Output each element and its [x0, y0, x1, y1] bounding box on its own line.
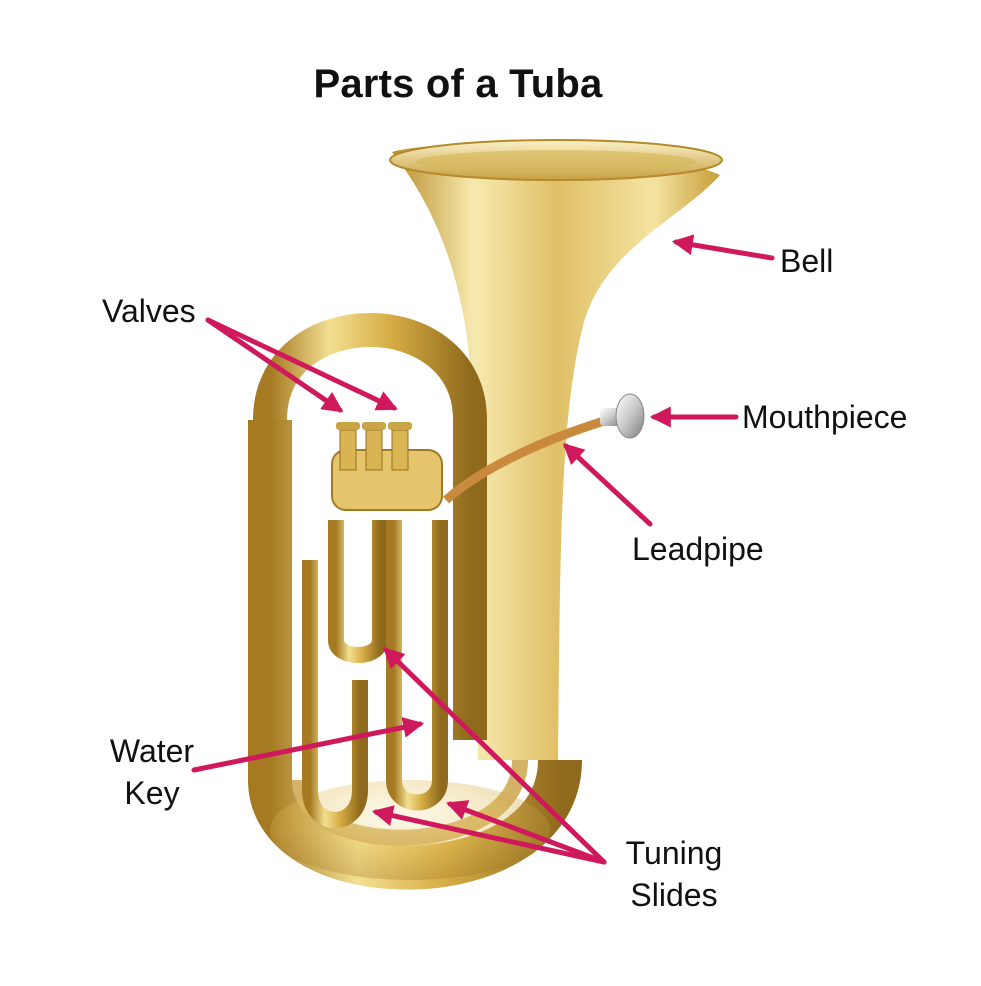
water-key-label: Water Key [102, 730, 202, 814]
tuning-slides-arrow-1 [382, 647, 607, 865]
tuning-slides-arrow-3 [446, 800, 607, 865]
callout-arrows [191, 234, 775, 865]
tuning-slides-arrow-2 [371, 805, 607, 865]
bell-arrow [671, 234, 775, 261]
bell-label: Bell [780, 243, 834, 279]
leadpipe-label: Leadpipe [632, 531, 764, 567]
leadpipe-part [443, 413, 616, 504]
valves-label: Valves [102, 293, 196, 329]
water-key-arrow [191, 717, 425, 773]
mouthpiece-label: Mouthpiece [742, 399, 908, 435]
valve-cluster [331, 422, 443, 511]
tuning-slides-label-line2: Slides [630, 877, 718, 913]
diagram-title: Parts of a Tuba [313, 62, 603, 106]
tuning-slides-label: Tuning Slides [614, 832, 734, 916]
leadpipe-arrow [562, 443, 653, 527]
mouthpiece-part [600, 393, 645, 439]
valves-arrow-2 [205, 317, 398, 411]
water-key-label-line1: Water [109, 733, 195, 769]
bell-part [389, 139, 723, 760]
tuning-slides-label-line1: Tuning [625, 835, 723, 871]
main-tubing [248, 313, 582, 890]
water-key-label-line2: Key [124, 775, 180, 811]
valves-arrow-1 [205, 317, 344, 413]
tuning-slide-tubes [302, 520, 448, 828]
